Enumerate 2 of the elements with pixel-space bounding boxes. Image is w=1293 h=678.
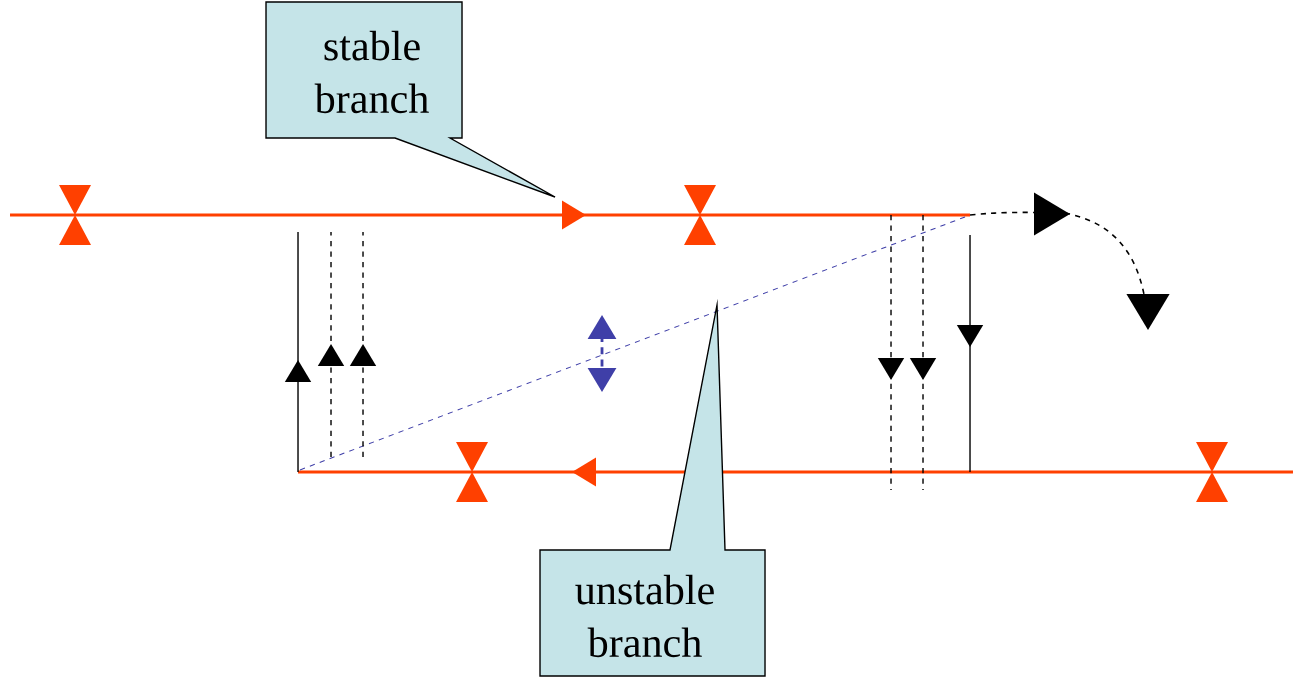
callout-box: unstable branch [539, 298, 766, 677]
callout-box: stable branch [265, 1, 556, 198]
